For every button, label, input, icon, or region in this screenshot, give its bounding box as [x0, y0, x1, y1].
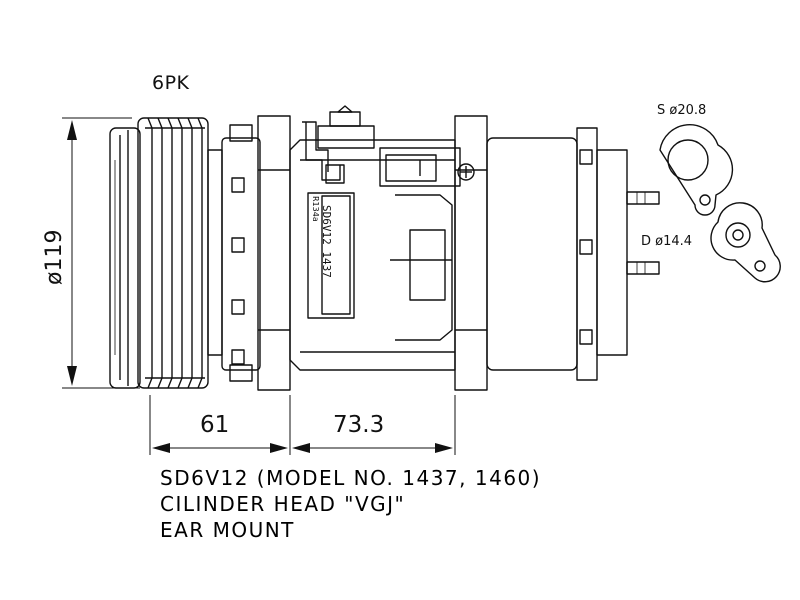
rear-head	[486, 127, 660, 381]
specification-notes: SD6V12 (MODEL NO. 1437, 1460) CILINDER H…	[160, 465, 541, 543]
dimension-pulley-to-ear: 61	[200, 412, 230, 438]
note-cylinder-head: CILINDER HEAD "VGJ"	[160, 492, 406, 516]
discharge-port-label: D ø14.4	[641, 234, 693, 249]
suction-port-flange	[659, 124, 734, 216]
connector	[302, 105, 475, 187]
discharge-port-flange	[710, 202, 781, 283]
dimension-ear-to-ear: 73.3	[333, 412, 385, 438]
diameter-dimension	[62, 117, 140, 389]
length-dimensions	[149, 395, 456, 455]
note-model: SD6V12 (MODEL NO. 1437, 1460)	[160, 466, 542, 490]
note-mount: EAR MOUNT	[160, 518, 295, 542]
nameplate-refrigerant: R134a	[311, 196, 320, 222]
pulley-diameter-label: ø119	[42, 229, 67, 285]
suction-port-label: S ø20.8	[657, 103, 707, 118]
front-housing	[221, 115, 291, 391]
compressor-body	[289, 139, 456, 371]
nameplate-model: SD6V12 1437	[320, 205, 333, 278]
belt-profile-label: 6PK	[152, 72, 190, 94]
pulley	[109, 117, 223, 389]
